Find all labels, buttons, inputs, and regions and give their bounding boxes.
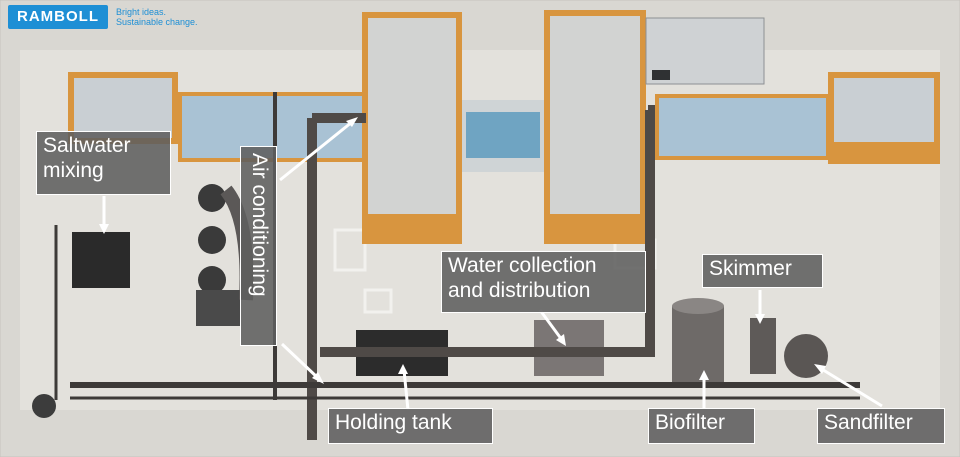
label-holding-tank: Holding tank (328, 408, 493, 444)
biofilter-top (672, 298, 724, 314)
floor-marking (333, 228, 367, 272)
label-water-collection: Water collection and distribution (441, 251, 646, 313)
corridor-right-glass (659, 98, 826, 156)
tower-right-panels (550, 16, 640, 214)
company-logo: RAMBOLL (8, 5, 108, 29)
building-right-windows (834, 78, 934, 142)
arrow-holding-tank (402, 369, 410, 411)
air-handler (196, 290, 240, 326)
duct-elbow (198, 184, 226, 212)
arrowhead (312, 372, 324, 384)
floor-marking (363, 288, 393, 314)
label-water-collection-line1: Water collection (448, 254, 597, 277)
basin-water (466, 112, 540, 158)
duct-elbow (198, 226, 226, 254)
pipe-loop (320, 105, 655, 357)
tagline-line-2: Sustainable change. (116, 17, 198, 27)
label-skimmer: Skimmer (702, 254, 823, 288)
arrowhead (99, 224, 109, 234)
biofilter-tank (672, 306, 724, 386)
label-biofilter: Biofilter (648, 408, 755, 444)
arrow-sandfilter (819, 366, 883, 408)
brand: RAMBOLL Bright ideas. Sustainable change… (8, 4, 236, 30)
skimmer-column (750, 318, 776, 374)
roof-unit-vent (652, 70, 670, 80)
arrowhead (814, 364, 826, 374)
arrow-water-collection (538, 309, 564, 341)
arrow-air-lower (280, 342, 320, 380)
floor-drain (32, 394, 56, 418)
arrowhead (346, 117, 358, 127)
brand-tagline: Bright ideas. Sustainable change. (116, 7, 226, 27)
label-water-collection-line2: and distribution (448, 279, 591, 302)
label-air-conditioning: Air conditioning (240, 146, 277, 346)
arrowhead (556, 334, 566, 346)
arrow-air-upper (279, 120, 353, 182)
arrowhead (699, 370, 709, 380)
arrowhead (755, 314, 765, 324)
callout-arrowheads (99, 117, 826, 384)
tower-left-panels (368, 18, 456, 214)
mixing-machine (72, 232, 130, 288)
label-sandfilter: Sandfilter (817, 408, 945, 444)
callout-arrows (102, 120, 883, 411)
label-saltwater-line2: mixing (43, 159, 104, 182)
label-saltwater-line1: Saltwater (43, 134, 131, 157)
arrowhead (398, 364, 408, 374)
tagline-line-1: Bright ideas. (116, 7, 167, 17)
building-left-windows (74, 78, 172, 138)
label-saltwater-mixing: Saltwater mixing (36, 131, 171, 195)
duct-elbow (198, 266, 226, 294)
